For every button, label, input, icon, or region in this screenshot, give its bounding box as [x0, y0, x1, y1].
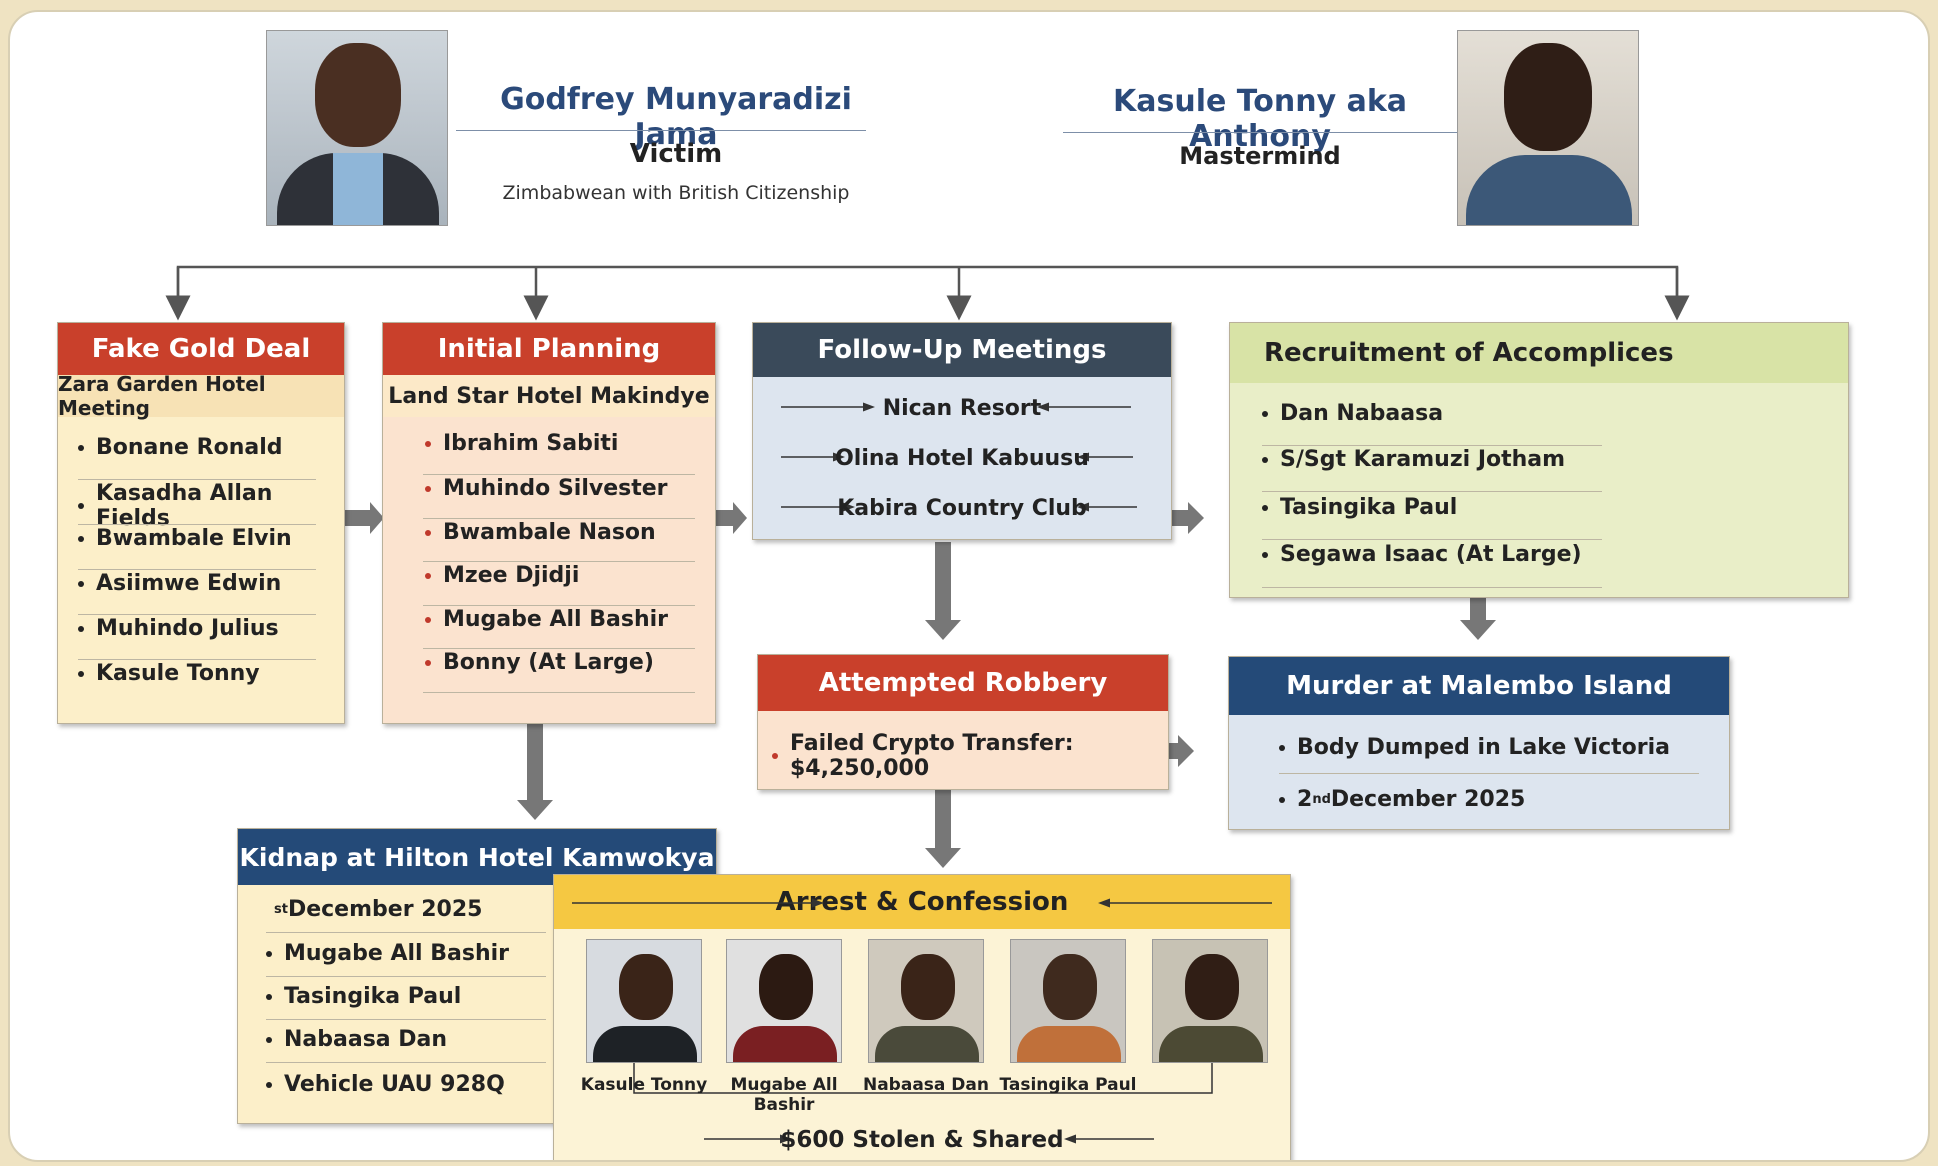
attempted-robbery-title: Attempted Robbery: [758, 655, 1168, 711]
list-item: Bwambale Elvin: [78, 526, 292, 551]
murder-box: Murder at Malembo Island Body Dumped in …: [1228, 656, 1730, 830]
fake-gold-deal-subtitle: Zara Garden Hotel Meeting: [58, 372, 344, 420]
list-item: Segawa Isaac (At Large): [1262, 542, 1582, 567]
recruitment-box: Recruitment of Accomplices Dan Nabaasa S…: [1229, 322, 1849, 598]
recruitment-title: Recruitment of Accomplices: [1230, 323, 1848, 383]
follow-up-meetings-box: Follow-Up Meetings Nican Resort Olina Ho…: [752, 322, 1172, 540]
arrest-box: Arrest & Confession Kasule: [553, 874, 1291, 1160]
suspect-photo: [1010, 939, 1126, 1063]
list-item: Nabaasa Dan: [266, 1027, 447, 1052]
arrow-planning-to-kidnap: [517, 707, 553, 820]
list-item: S/Sgt Karamuzi Jotham: [1262, 447, 1565, 472]
list-item: Muhindo Silvester: [425, 476, 668, 501]
fake-gold-deal-box: Fake Gold Deal Zara Garden Hotel Meeting…: [57, 322, 345, 724]
arrow-robbery-to-arrest: [925, 780, 961, 868]
victim-note: Zimbabwean with British Citizenship: [502, 182, 850, 204]
list-item: Asiimwe Edwin: [78, 571, 281, 596]
suspect-photo: [586, 939, 702, 1063]
suspect-name: Mugabe All Bashir: [730, 1075, 838, 1115]
follow-up-meetings-title: Follow-Up Meetings: [753, 323, 1171, 377]
mastermind-role: Mastermind: [1179, 142, 1341, 170]
fake-gold-deal-title: Fake Gold Deal: [58, 323, 344, 375]
arrow-followup-to-robbery: [925, 542, 961, 640]
list-item: Kasule Tonny: [78, 661, 260, 686]
initial-planning-subtitle: Land Star Hotel Makindye: [383, 375, 715, 417]
initial-planning-title: Initial Planning: [383, 323, 715, 375]
suspect-photo: [1152, 939, 1268, 1063]
meeting-location: Kabira Country Club: [837, 495, 1087, 521]
suspect-photo: [868, 939, 984, 1063]
diagram-canvas: Godfrey Munyaradizi Jama Victim Zimbabwe…: [8, 10, 1930, 1162]
suspect-name: Tasingika Paul: [999, 1075, 1137, 1095]
initial-planning-box: Initial Planning Land Star Hotel Makindy…: [382, 322, 716, 724]
attempted-robbery-box: Attempted Robbery Failed Crypto Transfer…: [757, 654, 1169, 790]
victim-name: Godfrey Munyaradizi Jama: [500, 82, 852, 152]
list-item: Tasingika Paul: [1262, 495, 1457, 520]
list-item: Tasingika Paul: [266, 984, 461, 1009]
suspect-name: Nabaasa Dan: [862, 1075, 989, 1095]
kidnap-date: st December 2025: [274, 897, 483, 922]
list-item: Bonane Ronald: [78, 435, 282, 460]
list-item: Dan Nabaasa: [1262, 401, 1443, 426]
list-item: Failed Crypto Transfer: $4,250,000: [772, 731, 1168, 781]
list-item: Bwambale Nason: [425, 520, 656, 545]
arrest-title: Arrest & Confession: [554, 875, 1290, 929]
arrest-footer: $600 Stolen & Shared: [780, 1127, 1064, 1153]
arrow-planning-to-followup: [707, 502, 747, 534]
arrow-fake-gold-to-planning: [344, 502, 384, 534]
meeting-location: Olina Hotel Kabuusu: [835, 445, 1089, 471]
list-item: Mugabe All Bashir: [425, 607, 668, 632]
mastermind-photo: [1457, 30, 1639, 226]
suspect-photo: [726, 939, 842, 1063]
arrow-recruitment-to-murder: [1460, 592, 1496, 640]
list-item: Muhindo Julius: [78, 616, 279, 641]
list-item: Vehicle UAU 928Q: [266, 1072, 505, 1097]
victim-role: Victim: [629, 139, 723, 169]
list-item: Mugabe All Bashir: [266, 941, 509, 966]
list-item: Mzee Djidji: [425, 563, 579, 588]
victim-photo: [266, 30, 448, 226]
list-item: Body Dumped in Lake Victoria: [1279, 735, 1670, 760]
mastermind-name: Kasule Tonny aka Anthony: [1112, 84, 1408, 154]
list-item: Bonny (At Large): [425, 650, 654, 675]
suspect-name: Kasule Tonny: [580, 1075, 708, 1095]
list-item: Ibrahim Sabiti: [425, 431, 618, 456]
meeting-location: Nican Resort: [882, 395, 1042, 421]
murder-title: Murder at Malembo Island: [1229, 657, 1729, 715]
list-item: Kasadha Allan Fields: [78, 481, 344, 531]
